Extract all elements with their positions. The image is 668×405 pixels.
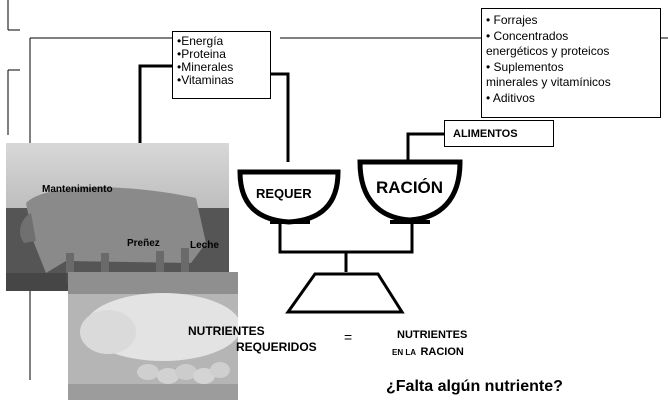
requirement-item: •Minerales	[177, 60, 234, 74]
requirements-box: •Energía •Proteina •Minerales •Vitaminas	[172, 31, 271, 99]
feed-item: • Forrajes	[486, 13, 538, 27]
requirement-item: •Proteina	[177, 47, 226, 61]
label-maintenance: Mantenimiento	[42, 184, 113, 195]
feed-item: • Aditivos	[486, 90, 535, 105]
equation-left-line1: NUTRIENTES	[188, 324, 265, 338]
question-text: ¿Falta algún nutriente?	[386, 378, 563, 395]
label-milk: Leche	[190, 240, 219, 251]
pan-left-label: REQUER	[256, 186, 312, 201]
alimentos-label: ALIMENTOS	[453, 128, 518, 140]
equation-right-small: EN LA	[392, 348, 416, 357]
equation-left-line2: REQUERIDOS	[236, 340, 317, 354]
feeds-box: • Forrajes • Concentrados energéticos y …	[481, 8, 661, 118]
equation-right-line2: EN LA RACION	[392, 342, 464, 360]
sow-piglets-photo	[68, 272, 238, 400]
feeds-list: • Forrajes • Concentrados energéticos y …	[486, 13, 660, 106]
requirement-item: •Energía	[177, 34, 224, 48]
equation-right-big: RACION	[420, 346, 464, 358]
pan-right-label: RACIÓN	[376, 178, 444, 197]
requirement-item: •Vitaminas	[177, 73, 234, 87]
feed-item: minerales y vitamínicos	[486, 75, 611, 89]
feed-item: energéticos y proteicos	[486, 44, 610, 58]
alimentos-box: ALIMENTOS	[444, 120, 554, 147]
sow-image	[68, 272, 238, 400]
equation-right-line1: NUTRIENTES	[397, 329, 468, 341]
equals-sign: =	[344, 329, 353, 345]
cow-image	[6, 143, 229, 291]
label-pregnancy: Preñez	[127, 238, 160, 249]
feed-item: • Suplementos	[486, 59, 564, 74]
cow-photo	[6, 143, 229, 291]
feed-item: • Concentrados	[486, 28, 569, 43]
requirements-list: •Energía •Proteina •Minerales •Vitaminas	[177, 35, 270, 87]
